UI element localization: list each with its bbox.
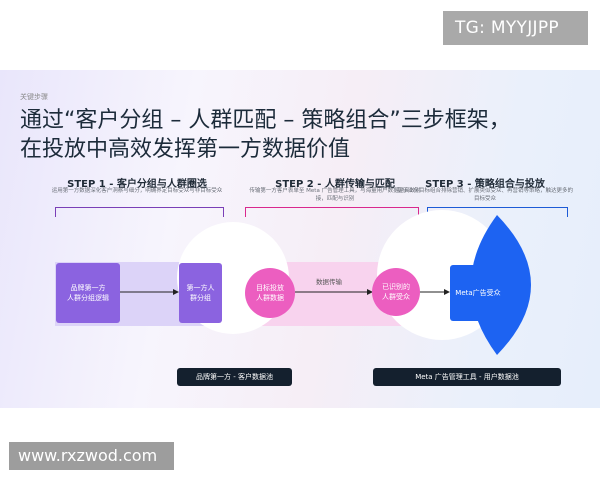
target-audience-node: 目标投放 人群数据 [245, 268, 295, 318]
step-3-desc: 基于业务目标组合排除营销、扩展类似受众、再营销等策略，触达更多的目标受众 [396, 188, 573, 202]
step-1-bracket [55, 207, 224, 217]
step-2-desc: 传输第一方客户表单至 Meta 广告管理工具，与海量用户数据池高效对接，匹配与识… [249, 188, 421, 202]
slide: 关键步骤 通过“客户分组 – 人群匹配 – 策略组合”三步框架， 在投放中高效发… [0, 70, 600, 408]
step-2-title: STEP 2 - 人群传输与匹配 [275, 179, 395, 190]
watermark: www.rxzwod.com [9, 442, 174, 470]
meta-audience-node: Meta广告受众 [450, 265, 506, 321]
brand-logic-node: 品牌第一方 人群分组逻辑 [56, 263, 120, 323]
title-line-1: 通过“客户分组 – 人群匹配 – 策略组合”三步框架， [20, 108, 511, 133]
title-line-2: 在投放中高效发挥第一方数据价值 [20, 137, 351, 162]
step-1-title: STEP 1 - 客户分组与人群圈选 [67, 179, 207, 190]
slide-title: 通过“客户分组 – 人群匹配 – 策略组合”三步框架， 在投放中高效发挥第一方数… [20, 106, 590, 164]
first-party-group-node: 第一方人 群分组 [179, 263, 222, 323]
arrow-3-head [444, 289, 450, 295]
step-3-title: STEP 3 - 策略组合与投放 [425, 179, 545, 190]
data-transfer-label: 数据传输 [316, 278, 342, 286]
step-1-desc: 运用第一方数据深化客户洞察与细分，明确界定目标受众与非目标受众 [51, 188, 223, 194]
matched-audience-node: 已识别的 人群受众 [372, 268, 420, 316]
slide-kicker: 关键步骤 [20, 93, 48, 101]
connector-svg [120, 215, 531, 355]
step-2-bracket [245, 207, 419, 217]
arrow-1-head [173, 289, 179, 295]
arrow-2-head [367, 289, 373, 295]
tg-badge: TG: MYYJJPP [443, 11, 588, 45]
brand-data-pool-bar: 品牌第一方 - 客户数据池 [177, 368, 292, 386]
meta-data-pool-bar: Meta 广告管理工具 - 用户数据池 [373, 368, 561, 386]
